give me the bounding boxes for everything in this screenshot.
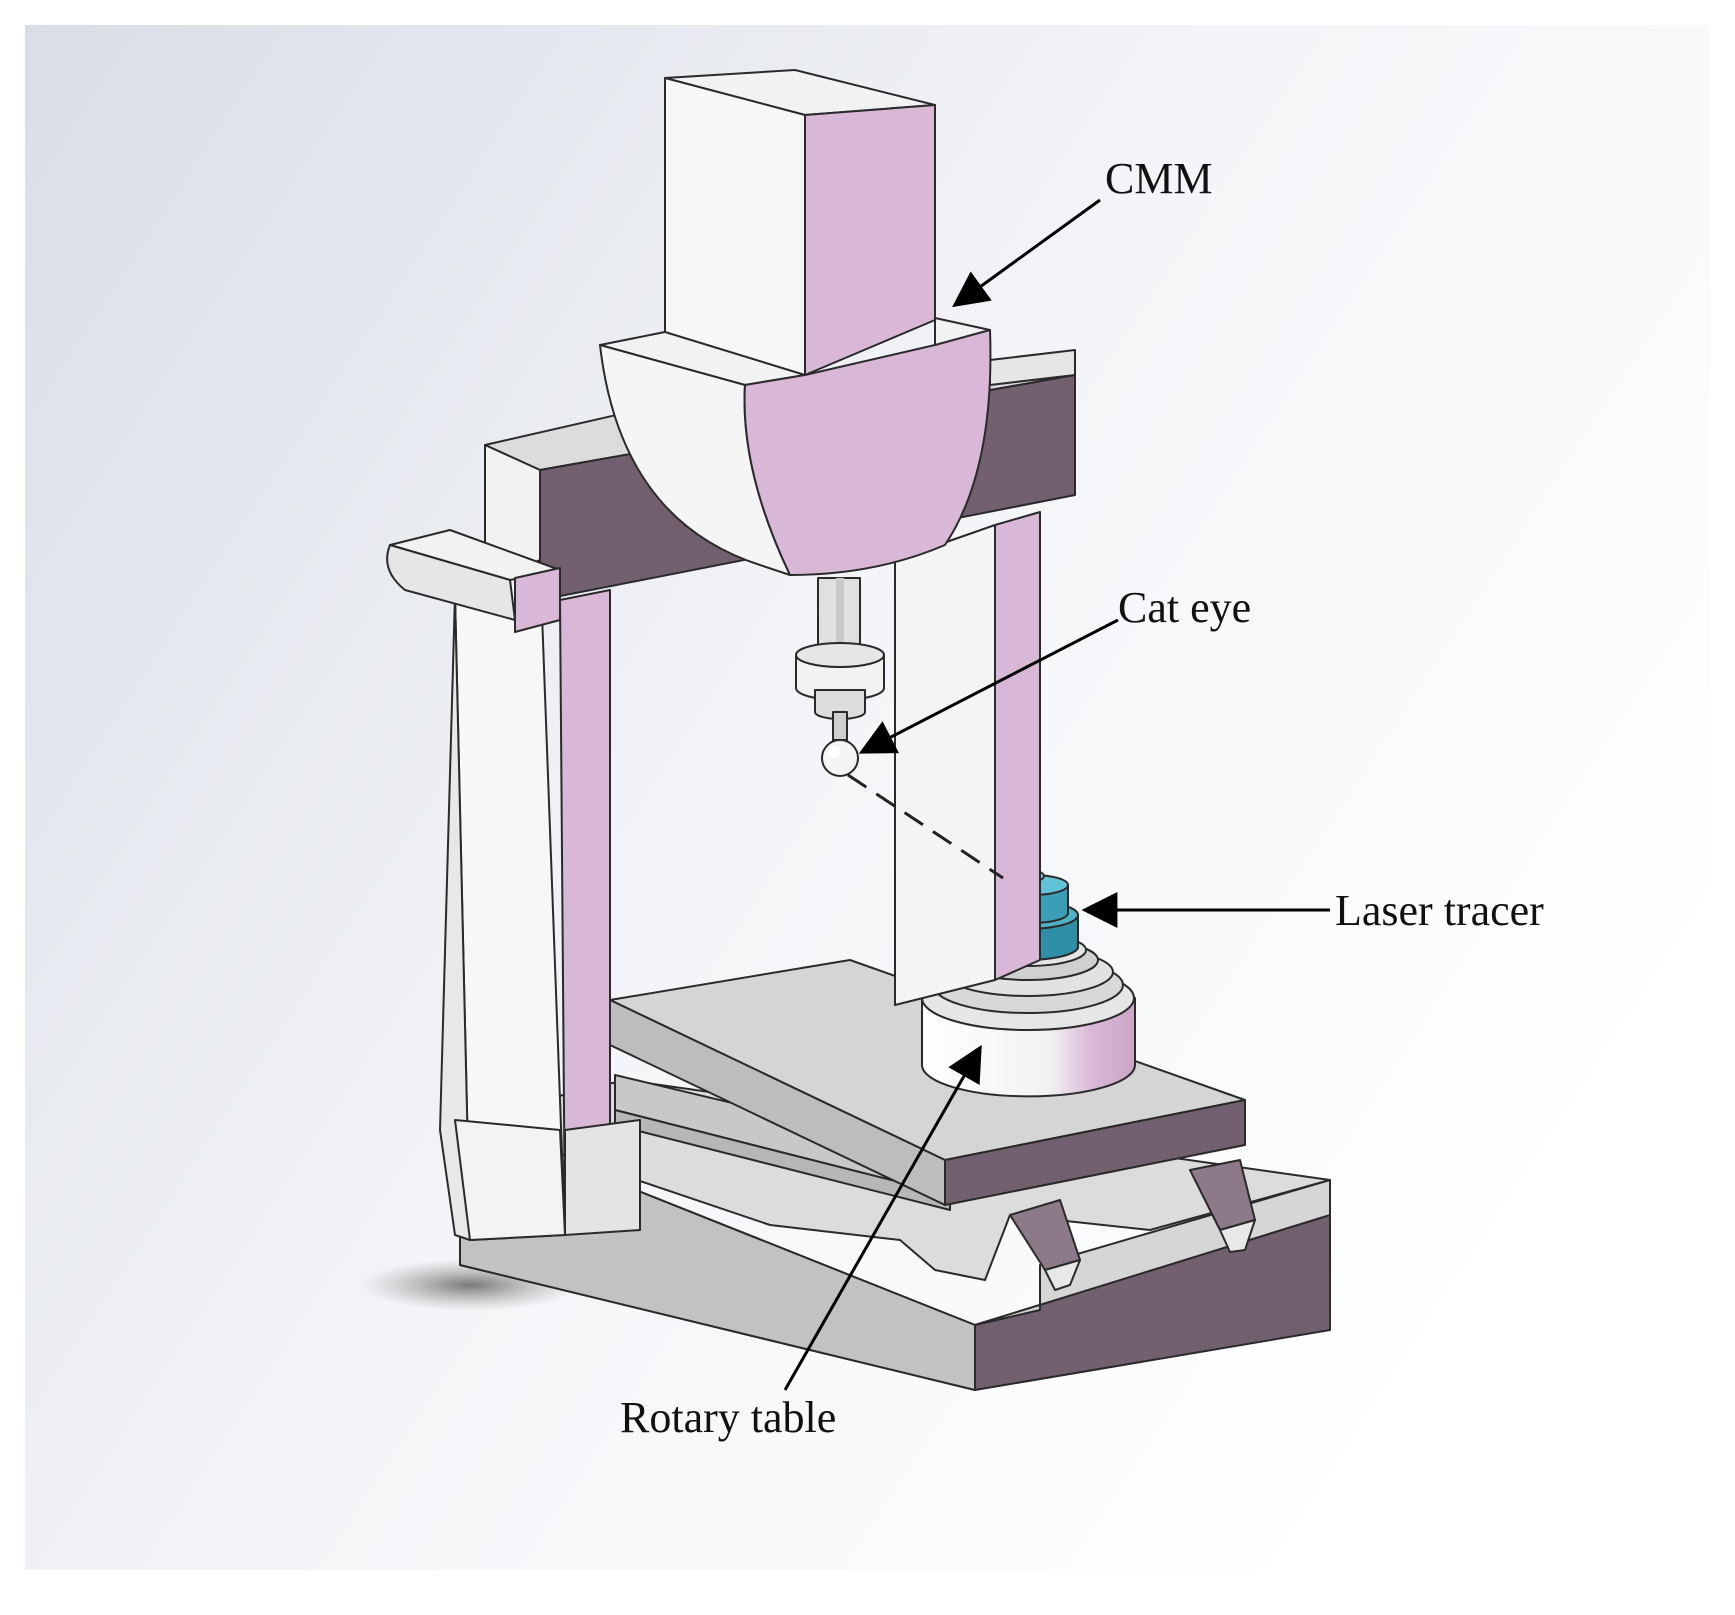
cmm-label: CMM (1105, 154, 1213, 203)
cat-eye-sphere (821, 739, 859, 777)
probe-assembly (795, 577, 885, 741)
laser-tracer-label: Laser tracer (1335, 886, 1544, 935)
cat-eye-label: Cat eye (1118, 583, 1251, 632)
rotary-table-label: Rotary table (620, 1393, 836, 1442)
z-axis-column (599, 69, 992, 576)
right-pillar (894, 511, 1041, 1006)
rotary-table-leader-arrow (783, 1044, 982, 1391)
cmm-leader-arrow (952, 198, 1101, 308)
left-leg (386, 529, 641, 1241)
laser-beam (847, 773, 1004, 880)
cat-eye-leader-arrow (858, 618, 1119, 754)
